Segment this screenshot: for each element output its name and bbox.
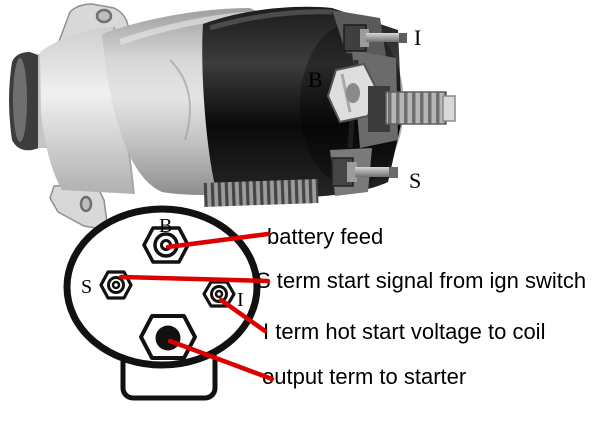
annotation-battery-feed: battery feed bbox=[267, 224, 383, 249]
pointer-line-s-term bbox=[118, 274, 271, 284]
pointer-line-i-term bbox=[218, 297, 268, 334]
solenoid-photo: I B S bbox=[9, 3, 456, 231]
pointer-line-output-term bbox=[167, 338, 275, 382]
annotation-i-term: I term hot start voltage to coil bbox=[263, 319, 545, 344]
annotation-s-term: S term start signal from ign switch bbox=[256, 268, 586, 293]
photo-label-i: I bbox=[414, 25, 421, 50]
photo-label-b: B bbox=[308, 67, 323, 92]
diagram-label-b: B bbox=[159, 215, 172, 237]
main-battery-stud bbox=[368, 86, 456, 132]
annotation-output-term: output term to starter bbox=[262, 364, 466, 389]
terminal-hex-i bbox=[202, 280, 236, 308]
terminal-hex-b bbox=[142, 226, 190, 264]
photo-label-s: S bbox=[409, 168, 421, 193]
pointer-line-battery-feed bbox=[165, 231, 271, 250]
diagram-circle bbox=[63, 205, 261, 369]
mounting-ear-top-hole bbox=[95, 8, 113, 24]
terminal-hex-output bbox=[139, 314, 197, 360]
s-terminal-stud bbox=[331, 157, 398, 187]
diagram-label-s: S bbox=[81, 276, 92, 298]
i-terminal-stud bbox=[343, 24, 407, 52]
diagram-label-i: I bbox=[237, 289, 244, 311]
mounting-ear-bottom-hole bbox=[79, 195, 93, 213]
cooling-fins bbox=[203, 178, 319, 207]
end-view-diagram: B S I battery feed S term start signal f… bbox=[63, 205, 586, 401]
